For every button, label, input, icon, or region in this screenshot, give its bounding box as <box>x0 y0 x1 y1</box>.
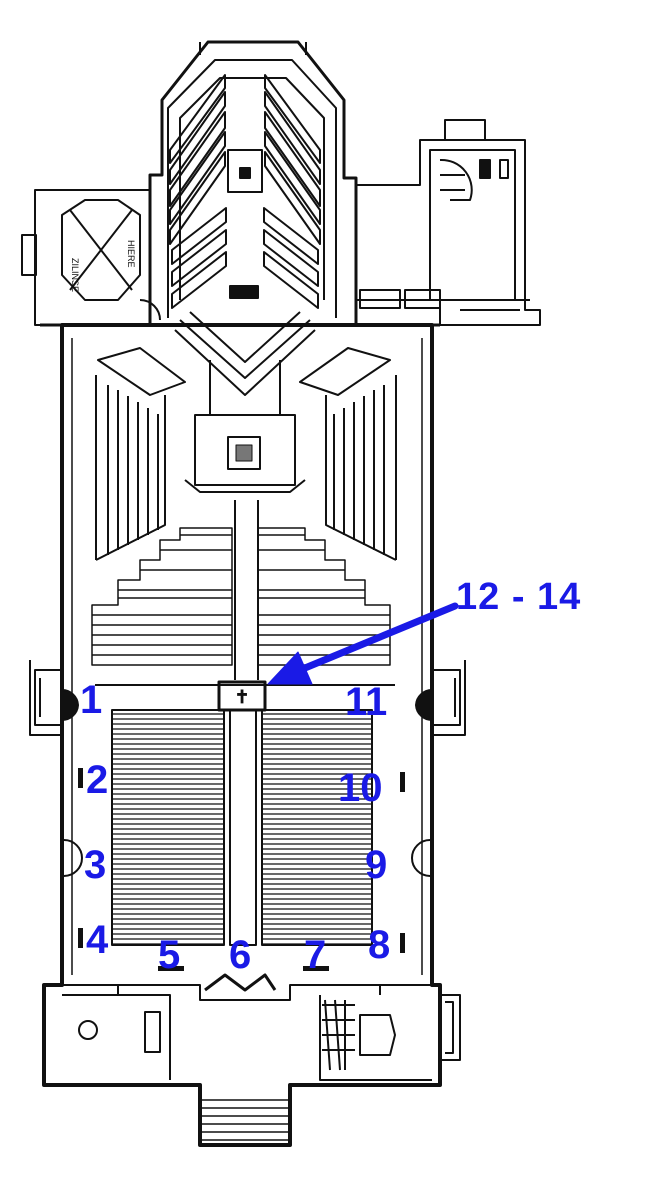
choir-stalls-upper <box>169 74 321 245</box>
narthex <box>62 973 461 1081</box>
altar-area <box>184 360 306 493</box>
lower-pews-right <box>262 713 372 945</box>
lower-pews-left <box>112 713 224 945</box>
label-5: 5 <box>158 933 181 977</box>
cross-icon: ✝ <box>234 687 249 707</box>
chapel-text-left: ZILINSE <box>70 258 80 292</box>
entrance-steps <box>200 1099 290 1141</box>
upper-pews-right <box>257 527 391 666</box>
choir-stalls-lower <box>171 207 319 396</box>
side-chapel-left <box>21 189 161 326</box>
wall-markers <box>78 768 405 971</box>
label-10: 10 <box>338 766 383 810</box>
label-6: 6 <box>229 933 252 977</box>
label-1: 1 <box>80 678 103 722</box>
label-4: 4 <box>86 918 109 962</box>
label-8: 8 <box>368 923 391 967</box>
label-2: 2 <box>86 758 109 802</box>
label-3: 3 <box>84 843 107 887</box>
central-aisle <box>217 500 267 946</box>
side-pews-left <box>95 347 186 561</box>
upper-pews-left <box>91 527 233 666</box>
label-9: 9 <box>365 843 388 887</box>
label-7: 7 <box>304 933 327 977</box>
pointer-arrow <box>267 602 459 685</box>
side-porches <box>29 660 466 877</box>
label-12-14: 12 - 14 <box>456 576 582 618</box>
chapel-text-right: HIERE <box>126 240 136 268</box>
label-11: 11 <box>345 680 388 724</box>
side-pews-right <box>299 347 397 561</box>
apse <box>148 40 358 325</box>
sacristy-right <box>356 119 541 326</box>
